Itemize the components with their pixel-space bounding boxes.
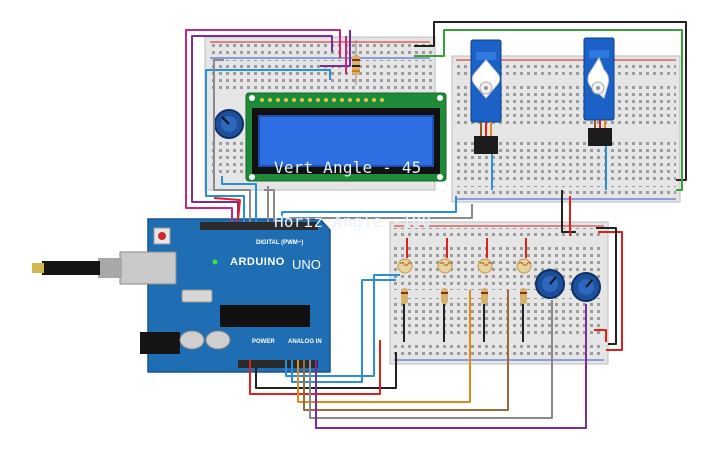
lcd-contrast-potentiometer[interactable] [214, 109, 244, 139]
wire-red-btm [594, 329, 607, 342]
power-pins-label: POWER [252, 339, 275, 345]
wire-brown-analog [303, 290, 509, 411]
wire-black-top [414, 21, 687, 181]
wire-green-top [414, 29, 683, 191]
photoresistor-4 [516, 258, 532, 274]
servo-vertical[interactable] [470, 39, 502, 154]
wire-purple-1 [191, 35, 333, 222]
wire-blue-3 [281, 196, 457, 222]
lcd-screen: Vert Angle - 45 Horiz Angle -180 [258, 115, 434, 231]
resistor-2 [441, 288, 448, 304]
wire-gray-3 [264, 189, 275, 222]
photoresistor-1 [397, 258, 413, 274]
servo-horizontal[interactable] [583, 37, 615, 146]
wire-magenta-1 [185, 29, 341, 222]
photoresistor-3 [477, 258, 493, 274]
wire-gray-4 [289, 204, 473, 222]
wire-red-1 [213, 197, 241, 221]
wire-blue-analog-2 [291, 279, 396, 383]
wire-purple-analog [315, 304, 587, 429]
potentiometer-left[interactable] [535, 269, 565, 299]
lcd-line-1: Vert Angle - 45 [274, 158, 422, 177]
lcd-line-2: Horiz Angle -180 [274, 212, 432, 231]
resistor-1 [401, 288, 408, 304]
photoresistor-2 [437, 258, 453, 274]
wire-purple-2 [320, 30, 351, 67]
wire-black-mid [561, 190, 576, 233]
analog-pins-label: ANALOG IN [288, 339, 322, 345]
arduino-brand-label: ARDUINO [230, 256, 285, 268]
wire-gray-1 [213, 59, 251, 222]
digital-pins-label: DIGITAL (PWM~) [256, 240, 304, 246]
arduino-uno-board [32, 218, 331, 373]
arduino-model-label: UNO [292, 257, 321, 272]
wire-black-analog [255, 352, 397, 389]
resistor-backlight [352, 40, 360, 85]
resistor-3 [481, 288, 488, 304]
wire-orange-analog [297, 290, 471, 403]
wire-blue-analog-1 [285, 274, 400, 377]
wire-blue-1 [205, 69, 331, 222]
wire-black-right [596, 227, 617, 345]
wire-red-right [598, 231, 623, 351]
resistor-4 [520, 288, 527, 304]
potentiometer-right[interactable] [571, 272, 601, 302]
wire-gray-analog [309, 300, 553, 419]
wire-blue-2 [221, 176, 257, 222]
wires [185, 21, 687, 429]
breadboard-bottom-right [389, 221, 609, 365]
